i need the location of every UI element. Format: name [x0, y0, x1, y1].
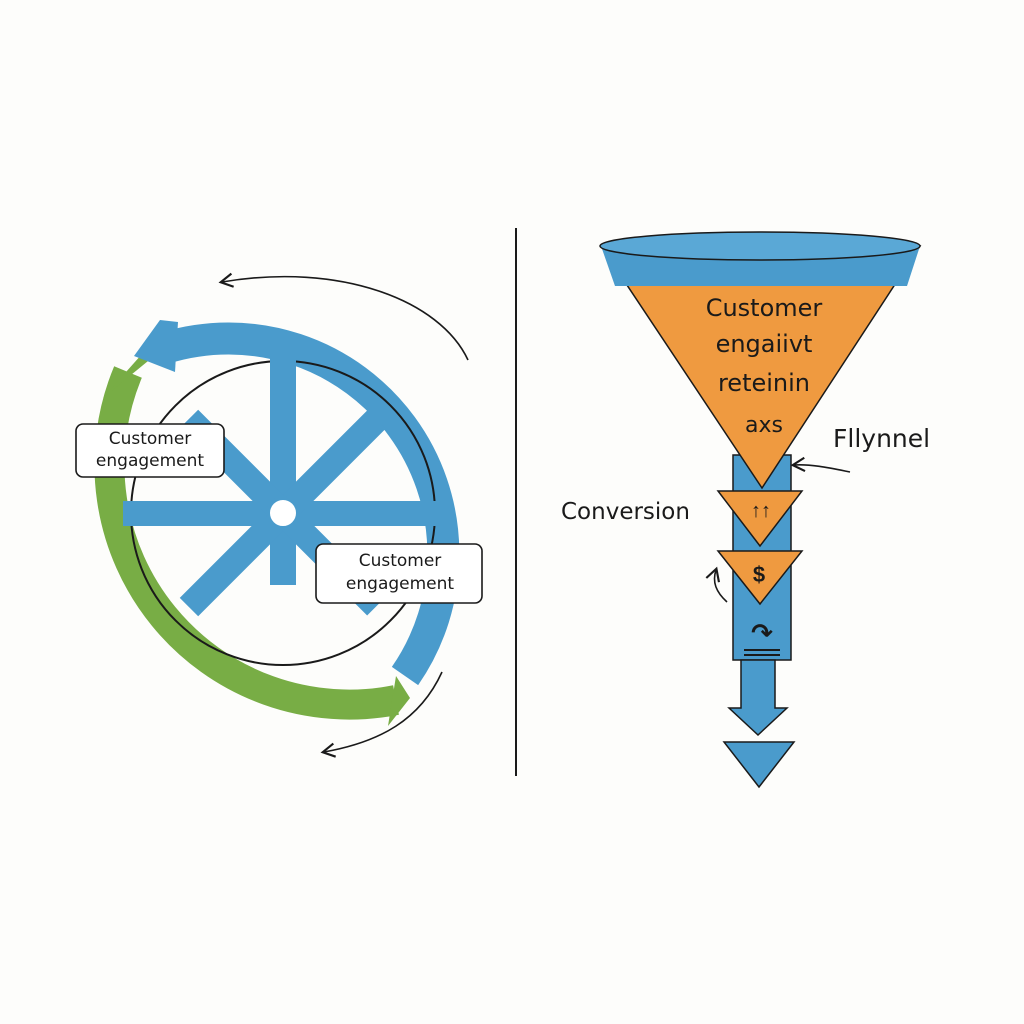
funnel-stage-3: ↷	[744, 618, 780, 656]
funnel-text-line4: axs	[745, 413, 783, 438]
funnel-text-line3: reteinin	[718, 369, 810, 397]
funnel-stage-1: ↑↑	[716, 490, 804, 548]
flywheel-label-left: Customer engagement	[75, 423, 225, 478]
flywheel-label-left-line2: engagement	[96, 451, 204, 471]
funnel-text-line2: engaiivt	[716, 330, 813, 358]
top-cycle-arrow	[218, 272, 469, 361]
flywheel-label-right: Customer engagement	[315, 543, 483, 604]
title-pointer-arrow	[790, 456, 851, 473]
funnel-body-text: Customer engaiivt reteinin axs	[706, 294, 823, 438]
flywheel-label-right-line1: Customer	[359, 551, 442, 571]
up-arrows-icon: ↑↑	[751, 500, 771, 522]
flywheel-label-left-line1: Customer	[109, 429, 192, 449]
flywheel-label-right-line2: engagement	[346, 574, 454, 594]
bottom-cycle-arrow	[320, 671, 443, 758]
flywheel: Customer engagement Customer engagement	[75, 272, 483, 758]
conversion-label: Conversion	[561, 499, 690, 525]
funnel-text-line1: Customer	[706, 294, 823, 322]
funnel-title: Fllynnel	[833, 424, 930, 453]
dollar-icon: $	[753, 562, 765, 587]
curved-arrow-icon: ↷	[751, 618, 773, 648]
funnel-rim	[599, 231, 921, 261]
wheel-hub	[266, 496, 300, 530]
funnel-stage-2: $	[716, 550, 804, 606]
stage-pointer-arrow	[705, 566, 728, 603]
funnel: Customer engaiivt reteinin axs ↑↑ $ ↷ Fl…	[561, 231, 930, 789]
